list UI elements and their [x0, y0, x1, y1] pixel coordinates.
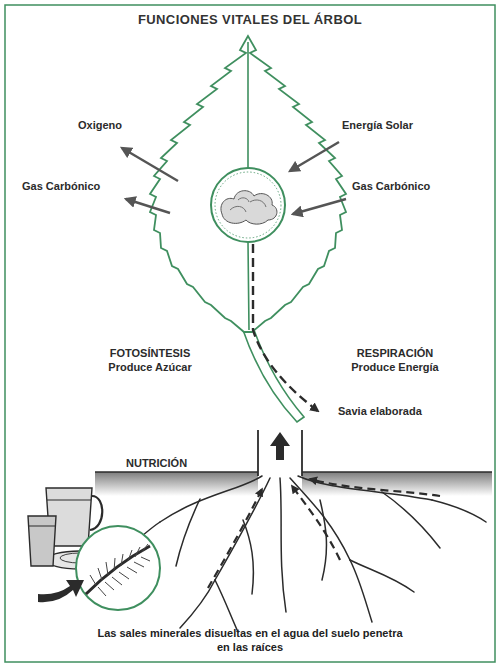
water-flow-arrow [208, 489, 262, 588]
root-hair-zoom [38, 526, 160, 610]
diagram-title: FUNCIONES VITALES DEL ÁRBOL [0, 12, 500, 27]
zoom-ring [215, 172, 281, 238]
process-heading: RESPIRACIÓN [335, 346, 455, 360]
trunk-side [301, 430, 303, 476]
gas-label: Gas Carbónico [22, 179, 122, 193]
water-flow-arrow [292, 486, 340, 560]
root-hairs [90, 544, 150, 596]
glass [28, 516, 56, 566]
pitcher-handle [90, 496, 102, 530]
root [290, 478, 350, 560]
leaf-cell-zoom [211, 168, 285, 242]
root [215, 580, 238, 632]
sap-flow-arrow [253, 244, 318, 411]
zoom-circle [211, 168, 285, 242]
cell-cluster [221, 191, 277, 224]
gas-label: Gas Carbónico [352, 179, 462, 193]
water-flow-arrow [310, 479, 440, 496]
leaf-stalk [243, 330, 304, 422]
co2-in-arrow [293, 199, 346, 214]
process-result: Produce Energía [335, 360, 455, 374]
root [350, 560, 414, 592]
energy-label: Energía Solar [342, 118, 452, 132]
soil-shading [302, 472, 492, 496]
process-heading: NUTRICIÓN [126, 456, 236, 470]
sap-label: Savia elaborada [338, 404, 458, 418]
process-result: Produce Azúcar [90, 360, 210, 374]
root [180, 580, 215, 628]
zoom-circle [76, 526, 160, 610]
cell-detail [230, 198, 266, 212]
process-heading: FOTOSÍNTESIS [90, 346, 210, 360]
leaf-outline [150, 36, 346, 332]
ground-line [302, 471, 492, 473]
root [298, 476, 432, 500]
pitcher-water-line [47, 500, 91, 501]
ground-line [95, 471, 258, 473]
root [160, 476, 262, 522]
trunk [258, 430, 302, 476]
co2-out-arrow [126, 199, 170, 213]
soil-shading [95, 472, 258, 496]
oxygen-arrow [122, 148, 178, 181]
root [382, 492, 440, 548]
exchange-arrows [122, 142, 346, 214]
root [432, 500, 486, 522]
diagram-caption: Las sales minerales disueltas en el agua… [95, 626, 405, 654]
sunlight-arrow [290, 142, 339, 171]
page-frame [5, 5, 495, 662]
root [243, 520, 253, 594]
root-section [86, 546, 150, 594]
root [320, 500, 326, 580]
roots [120, 476, 486, 632]
rising-sap-arrow [270, 432, 290, 460]
root [350, 560, 372, 622]
root [280, 478, 286, 612]
gas-label: Oxigeno [78, 118, 168, 132]
glass-water-line [29, 526, 55, 527]
ground [95, 472, 492, 496]
absorption-arrow [38, 580, 84, 602]
root [176, 499, 200, 566]
trunk-side [257, 430, 259, 476]
